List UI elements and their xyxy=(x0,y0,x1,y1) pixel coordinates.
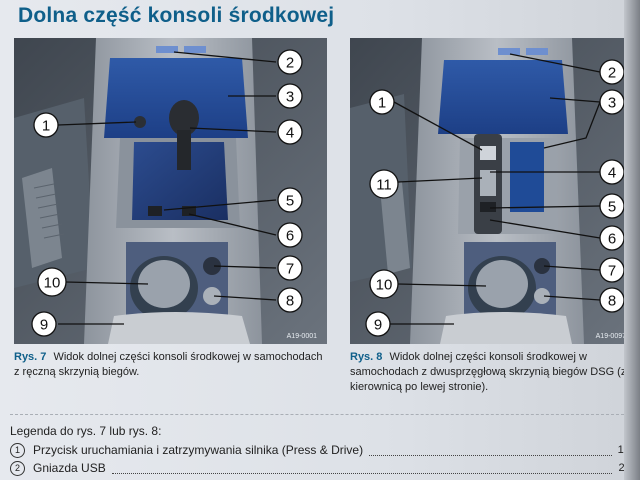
callout-7: 7 xyxy=(600,258,624,282)
svg-text:1: 1 xyxy=(378,95,386,112)
figure-7-label: Rys. 7 xyxy=(14,351,46,363)
figure-7-caption-text: Widok dolnej części konsoli środkowej w … xyxy=(14,351,323,378)
svg-text:3: 3 xyxy=(608,95,616,112)
figure-7-caption: Rys. 7 Widok dolnej części konsoli środk… xyxy=(14,350,329,380)
callout-1: 1 xyxy=(34,113,58,137)
callout-9: 9 xyxy=(366,312,390,336)
svg-text:7: 7 xyxy=(286,261,294,278)
legend-number: 1 xyxy=(10,443,25,458)
usb-port-icon xyxy=(498,48,520,55)
figure-7-illustration: 2 3 1 4 5 6 7 xyxy=(14,38,327,344)
svg-text:9: 9 xyxy=(374,317,382,334)
callout-4: 4 xyxy=(600,160,624,184)
armrest xyxy=(440,312,572,344)
callout-2: 2 xyxy=(278,50,302,74)
figure-8-caption: Rys. 8 Widok dolnej części konsoli środk… xyxy=(350,350,632,395)
compartment xyxy=(510,142,544,212)
legend-number: 2 xyxy=(10,461,25,476)
callout-9: 9 xyxy=(32,312,56,336)
legend-item: 2 Gniazda USB 211 xyxy=(10,459,636,477)
leader-dots xyxy=(112,463,613,474)
figure-8-label: Rys. 8 xyxy=(350,351,382,363)
callout-10: 10 xyxy=(370,270,398,298)
legend-item: 1 Przycisk uruchamiania i zatrzymywania … xyxy=(10,441,636,459)
figure-8-dsg-gearbox: 2 3 1 4 11 5 6 xyxy=(350,38,632,344)
svg-text:6: 6 xyxy=(608,231,616,248)
svg-text:11: 11 xyxy=(376,177,392,194)
storage-tray xyxy=(438,60,568,134)
callout-1: 1 xyxy=(370,90,394,114)
svg-text:1: 1 xyxy=(42,118,50,135)
callout-5: 5 xyxy=(278,188,302,212)
svg-text:8: 8 xyxy=(286,293,294,310)
svg-text:5: 5 xyxy=(608,199,616,216)
svg-text:10: 10 xyxy=(376,277,393,294)
callout-5: 5 xyxy=(600,194,624,218)
legend-text: Przycisk uruchamiania i zatrzymywania si… xyxy=(33,443,363,457)
svg-text:10: 10 xyxy=(44,275,61,292)
svg-text:2: 2 xyxy=(608,65,616,82)
figure-code: A19-0001 xyxy=(287,333,317,340)
button-icon xyxy=(480,202,496,212)
svg-text:7: 7 xyxy=(608,263,616,280)
svg-text:9: 9 xyxy=(40,317,48,334)
figure-8-caption-text: Widok dolnej części konsoli środkowej w … xyxy=(350,351,626,393)
section-title: Dolna część konsoli środkowej xyxy=(18,4,334,28)
usb-port-icon xyxy=(526,48,548,55)
legend-title: Legenda do rys. 7 lub rys. 8: xyxy=(10,424,161,438)
button-icon xyxy=(148,206,162,216)
usb-port-icon xyxy=(184,46,206,53)
divider xyxy=(10,414,624,415)
legend-text: Gniazda USB xyxy=(33,461,106,475)
leader-dots xyxy=(369,445,612,456)
figure-8-illustration: 2 3 1 4 11 5 6 xyxy=(350,38,632,344)
legend-list: 1 Przycisk uruchamiania i zatrzymywania … xyxy=(10,441,636,477)
figure-7-manual-gearbox: 2 3 1 4 5 6 7 xyxy=(14,38,327,344)
callout-8: 8 xyxy=(278,288,302,312)
callout-7: 7 xyxy=(278,256,302,280)
callout-8: 8 xyxy=(600,288,624,312)
page-binding-shadow xyxy=(624,0,640,480)
svg-text:5: 5 xyxy=(286,193,294,210)
callout-10: 10 xyxy=(38,268,66,296)
callout-6: 6 xyxy=(278,223,302,247)
svg-text:4: 4 xyxy=(608,165,616,182)
callout-3: 3 xyxy=(278,84,302,108)
callout-11: 11 xyxy=(370,170,398,198)
svg-text:4: 4 xyxy=(286,125,294,142)
svg-text:8: 8 xyxy=(608,293,616,310)
svg-text:2: 2 xyxy=(286,55,294,72)
callout-4: 4 xyxy=(278,120,302,144)
armrest xyxy=(108,312,250,344)
figure-code: A19-0097 xyxy=(596,333,626,340)
callout-2: 2 xyxy=(600,60,624,84)
callout-6: 6 xyxy=(600,226,624,250)
svg-text:3: 3 xyxy=(286,89,294,106)
svg-text:6: 6 xyxy=(286,228,294,245)
callout-3: 3 xyxy=(600,90,624,114)
